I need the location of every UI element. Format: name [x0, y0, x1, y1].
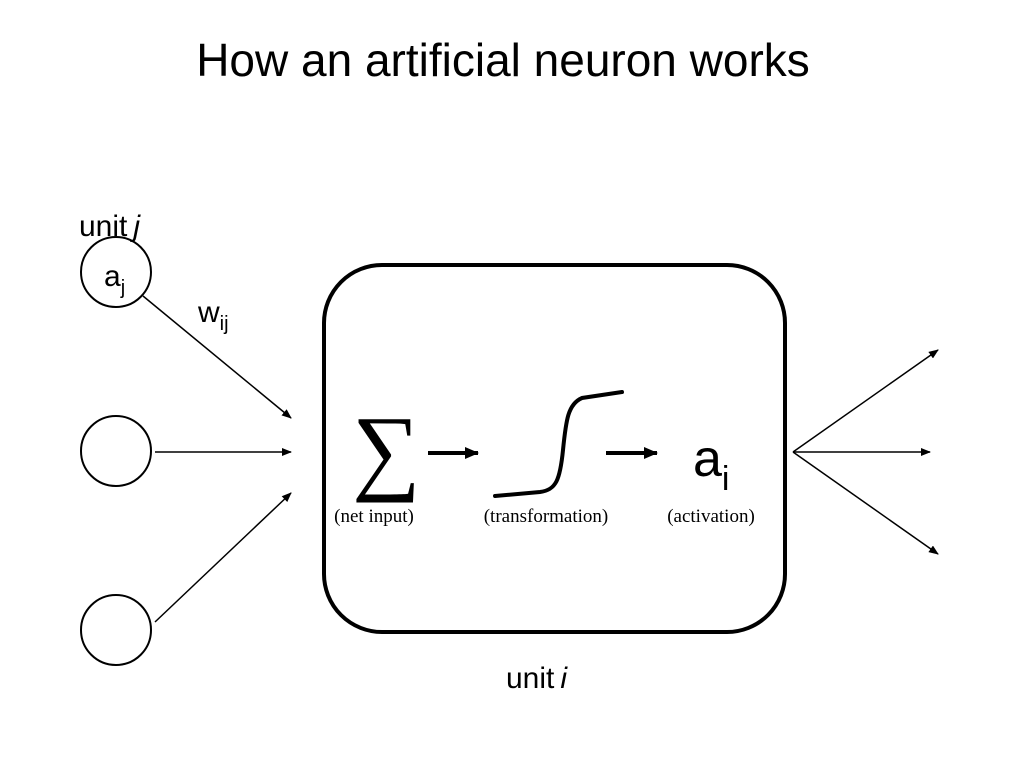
connection-arrow-top	[142, 295, 292, 419]
receiving-unit-box	[322, 263, 787, 634]
input-activation-label: aj	[104, 260, 125, 299]
input-unit-circle-2	[80, 415, 152, 487]
transformation-caption: (transformation)	[484, 506, 609, 527]
net-input-caption: (net input)	[334, 506, 414, 527]
output-arrow-bottom	[792, 451, 939, 555]
input-unit-circle-j	[80, 236, 152, 308]
input-unit-circle-3	[80, 594, 152, 666]
connection-arrow-bottom	[154, 492, 292, 623]
sigmoid-curve-icon	[493, 390, 624, 498]
output-arrow-top	[792, 349, 939, 453]
activation-caption: (activation)	[667, 506, 755, 527]
page-title: How an artificial neuron works	[196, 34, 810, 86]
output-activation-label: ai	[693, 430, 729, 498]
sum-symbol: ∑	[352, 396, 420, 503]
weight-label: wij	[197, 296, 229, 335]
